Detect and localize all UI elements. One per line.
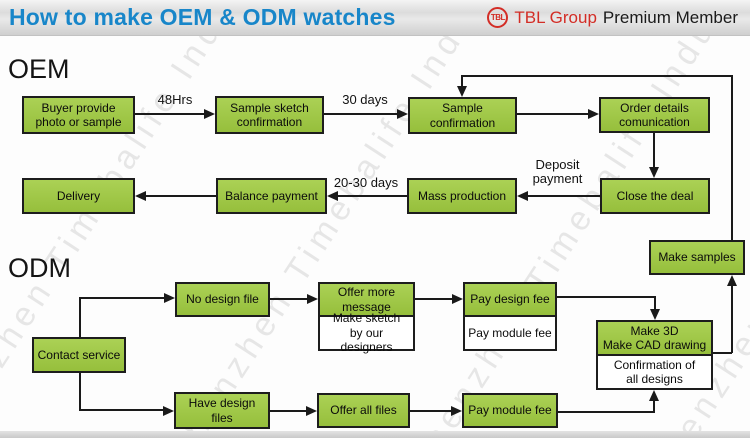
connector-contact-down [79, 373, 81, 411]
node-mass-production: Mass production [407, 178, 517, 214]
connector-paydesign-right [557, 296, 656, 298]
connector-sketch-sampleconf [324, 113, 398, 115]
node-balance-payment: Balance payment [216, 178, 327, 214]
membership-label: Premium Member [602, 7, 738, 27]
arrowhead [164, 293, 175, 303]
arrowhead [327, 191, 338, 201]
section-odm-heading: ODM [8, 253, 71, 283]
node-make-sketch: Make sketch by our designers [318, 311, 415, 354]
arrowhead [650, 309, 660, 320]
connector-paymodule-right [558, 411, 655, 413]
node-buyer-provide: Buyer provide photo or sample [22, 96, 135, 134]
section-oem-heading: OEM [8, 54, 70, 84]
connector-feedback-horizontal [461, 75, 733, 77]
arrowhead [306, 406, 317, 416]
edge-label-deposit: Deposit payment [532, 157, 583, 187]
connector-contact-havedesign [79, 409, 164, 411]
node-make-samples: Make samples [649, 240, 745, 275]
edge-label-2030days: 20-30 days [333, 175, 399, 190]
page-title: How to make OEM & ODM watches [9, 4, 396, 30]
node-pay-design-fee: Pay design fee [463, 282, 557, 317]
node-pay-module-fee-sub: Pay module fee [463, 315, 557, 351]
arrowhead [397, 109, 408, 119]
connector-close-mass [528, 195, 600, 197]
connector-contact-up [79, 297, 81, 337]
arrowhead [457, 86, 467, 97]
arrowhead [649, 390, 659, 401]
arrowhead [588, 109, 599, 119]
arrowhead [517, 191, 528, 201]
node-confirmation-designs: Confirmation of all designs [596, 354, 713, 390]
node-close-deal: Close the deal [600, 178, 710, 214]
brand-logo: TBL TBL Group Premium Member [487, 7, 750, 28]
arrowhead [163, 406, 174, 416]
arrowhead [204, 109, 215, 119]
header-bar: How to make OEM & ODM watches TBL TBL Gr… [0, 0, 750, 36]
arrowhead [452, 294, 463, 304]
connector-buyer-sketch [135, 113, 205, 115]
connector-offermore-paydesign [415, 298, 453, 300]
connector-mass-balance [338, 195, 407, 197]
node-sample-sketch: Sample sketch confirmation [215, 96, 324, 134]
connector-make3d-right [713, 352, 732, 354]
connector-paydesign-down [654, 296, 656, 310]
arrowhead [135, 191, 146, 201]
footer-bar [0, 431, 750, 438]
tbl-seal-icon: TBL [487, 7, 509, 28]
arrowhead [727, 275, 737, 286]
edge-label-48hrs: 48Hrs [157, 92, 193, 107]
arrowhead [649, 167, 659, 178]
connector-feedback-vertical [731, 76, 733, 240]
node-order-details: Order details comunication [599, 97, 710, 133]
node-contact-service: Contact service [32, 337, 126, 373]
node-offer-more-message: Offer more message [318, 282, 415, 317]
arrowhead [451, 406, 462, 416]
connector-order-close [653, 132, 655, 168]
edge-label-30days: 30 days [342, 92, 388, 107]
connector-havedesign-offerall [270, 410, 307, 412]
node-make-3d: Make 3D Make CAD drawing [596, 320, 713, 356]
node-offer-all-files: Offer all files [317, 393, 410, 428]
connector-feedback-drop [461, 76, 463, 87]
connector-offerall-paymodule [410, 410, 452, 412]
connector-contact-nodesign [79, 297, 165, 299]
watermark-text: Shenzhen Timebalife Industrial Co., Ltd [160, 0, 643, 438]
node-delivery: Delivery [22, 178, 135, 214]
connector-sampleconf-order [517, 113, 589, 115]
connector-nodesign-offermore [270, 298, 308, 300]
node-no-design-file: No design file [175, 282, 270, 317]
connector-paymodule-up [653, 401, 655, 412]
node-pay-module-fee: Pay module fee [462, 393, 558, 428]
node-sample-confirmation: Sample confirmation [408, 97, 517, 134]
arrowhead [307, 294, 318, 304]
brand-name: TBL Group [514, 7, 597, 27]
connector-balance-delivery [146, 195, 216, 197]
connector-make3d-up [731, 286, 733, 353]
node-have-design-files: Have design files [174, 392, 270, 429]
